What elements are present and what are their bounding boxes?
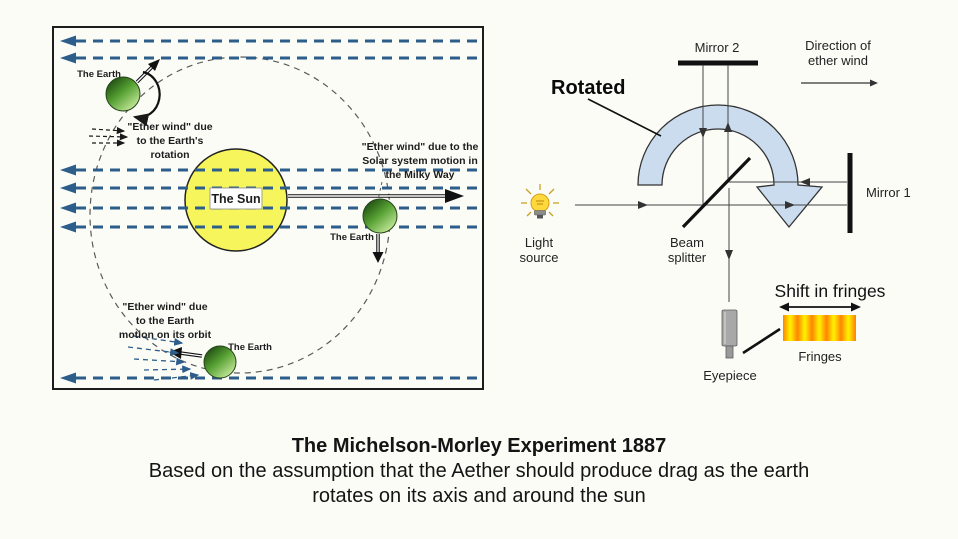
- svg-text:motion on its orbit: motion on its orbit: [119, 329, 212, 341]
- fringes-swatch: [783, 315, 856, 341]
- rotated-label: Rotated: [551, 77, 625, 99]
- caption-subtitle-line1: Based on the assumption that the Aether …: [148, 460, 810, 482]
- rotation-wind-arrows: [88, 126, 129, 147]
- rotation-note: "Ether wind" due to the Earth's rotation: [127, 121, 212, 161]
- svg-text:rotation: rotation: [150, 149, 189, 161]
- sun-label: The Sun: [209, 187, 263, 210]
- caption-title: The Michelson-Morley Experiment 1887: [291, 435, 667, 457]
- svg-text:Beam: Beam: [670, 235, 704, 250]
- beam-direction-arrowheads: [638, 122, 810, 260]
- earth-label-right: The Earth: [330, 232, 374, 243]
- svg-text:ether wind: ether wind: [808, 53, 868, 68]
- earth-rotation-arrow: [132, 70, 161, 127]
- svg-text:source: source: [520, 250, 559, 265]
- caption: The Michelson-Morley Experiment 1887 Bas…: [0, 433, 958, 509]
- svg-text:to the Earth: to the Earth: [136, 315, 194, 327]
- shift-arrow: [779, 302, 861, 312]
- svg-text:Direction of: Direction of: [805, 38, 871, 53]
- light-bulb-icon: [521, 184, 559, 219]
- earth-motion-arrow-down: [372, 234, 384, 263]
- svg-text:The Sun: The Sun: [211, 192, 260, 206]
- svg-text:to the Earth's: to the Earth's: [137, 135, 204, 147]
- orbit-wind-arrows: [127, 335, 200, 381]
- earth-icon: [105, 76, 141, 112]
- eyepiece-fringes-leader: [742, 327, 781, 355]
- svg-text:Solar system motion in: Solar system motion in: [362, 155, 478, 167]
- svg-text:the Milky Way: the Milky Way: [385, 169, 454, 181]
- beam-splitter-icon: [681, 156, 752, 229]
- svg-text:"Ether wind" due: "Ether wind" due: [127, 121, 212, 133]
- earth-icon: [362, 198, 398, 234]
- caption-subtitle-line2: rotates on its axis and around the sun: [312, 485, 646, 507]
- beam-splitter-label: Beam splitter: [668, 235, 707, 265]
- earth-label-bottom: The Earth: [228, 342, 272, 353]
- ether-wind-direction-note: Direction of ether wind: [801, 38, 878, 87]
- shift-in-fringes-label: Shift in fringes: [775, 281, 886, 301]
- aether-orbit-diagram: The Sun The Earth "Ether wind" due to th…: [52, 26, 484, 390]
- svg-text:"Ether wind" due: "Ether wind" due: [122, 301, 207, 313]
- svg-text:splitter: splitter: [668, 250, 707, 265]
- light-source-label: Light source: [520, 235, 559, 265]
- solar-note: "Ether wind" due to the Solar system mot…: [362, 141, 479, 181]
- earth-icon: [203, 345, 237, 379]
- mirror1-label: Mirror 1: [866, 185, 911, 200]
- svg-text:"Ether wind" due to the: "Ether wind" due to the: [362, 141, 479, 153]
- rotated-leader-line: [587, 98, 662, 137]
- fringes-label: Fringes: [798, 349, 842, 364]
- earth-label-topleft: The Earth: [77, 69, 121, 80]
- orbit-note: "Ether wind" due to the Earth motion on …: [119, 301, 212, 341]
- eyepiece-icon: [721, 309, 738, 359]
- svg-text:Light: Light: [525, 235, 554, 250]
- rotation-arrow-icon: [637, 104, 824, 229]
- eyepiece-label: Eyepiece: [703, 368, 756, 383]
- interferometer-diagram: Mirror 2 Direction of ether wind Rotated…: [520, 38, 911, 383]
- solar-motion-arrow: [288, 189, 464, 203]
- ether-wind-arrowheads: [60, 35, 76, 384]
- mirror2-label: Mirror 2: [695, 40, 740, 55]
